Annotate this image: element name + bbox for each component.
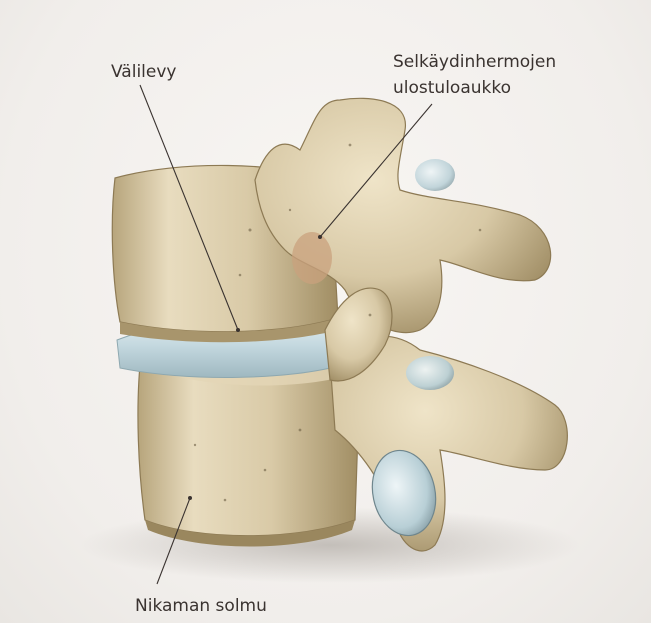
- label-nerve-exit-line1: Selkäydinhermojen: [393, 50, 556, 74]
- label-intervertebral-disc: Välilevy: [111, 60, 176, 84]
- neural-foramen: [292, 232, 332, 284]
- middle-facet-cartilage: [406, 356, 454, 390]
- lower-vertebral-body: [138, 356, 360, 547]
- label-nerve-exit-line2: ulostuloaukko: [393, 76, 511, 100]
- label-vertebral-body: Nikaman solmu: [135, 594, 267, 618]
- upper-facet-cartilage: [415, 159, 455, 191]
